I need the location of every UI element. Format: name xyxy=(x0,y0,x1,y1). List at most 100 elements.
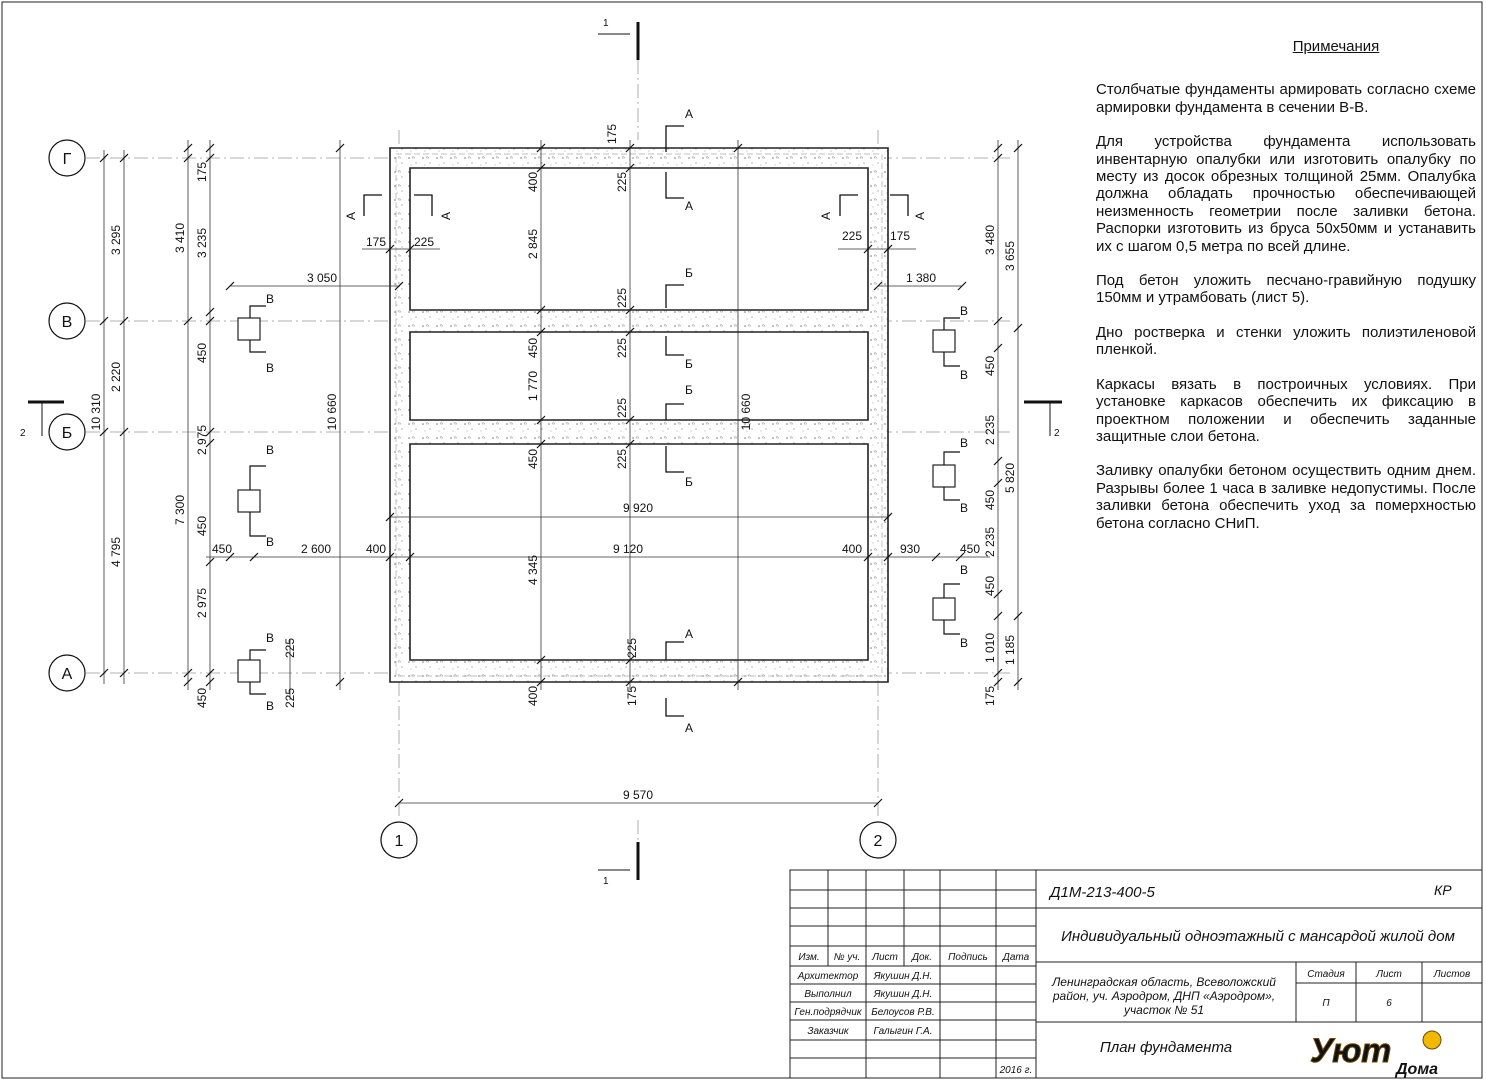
sec-a-bot1: А xyxy=(685,627,693,641)
tb-code: Д1М-213-400-5 xyxy=(1048,884,1155,901)
dim-right-inner-8: 175 xyxy=(983,686,997,706)
sec-b-2b: Б xyxy=(685,475,693,489)
section-a-labels: А А А А А А А А xyxy=(344,107,927,735)
dim-left-small-1: 225 xyxy=(283,638,297,658)
tb-role-3: Ген.подрядчик xyxy=(794,1007,862,1018)
dim-left-inner-2: 3 235 xyxy=(195,228,209,258)
dim-horiz-left: 3 050 xyxy=(307,271,337,285)
dimension-ticks xyxy=(99,143,1023,808)
logo-text-1: Уют xyxy=(1310,1032,1391,1070)
dim-width-axes: 9 570 xyxy=(623,788,653,802)
dim-left-inner-1: 175 xyxy=(195,162,209,182)
axis-a: А xyxy=(62,666,73,683)
axis-v: В xyxy=(62,314,73,331)
note-5: Каркасы вязать в построичных условиях. П… xyxy=(1096,375,1476,445)
title-block-main-texts: Д1М-213-400-5 КР Индивидуальный одноэтаж… xyxy=(1048,882,1455,1056)
sec-a-right1: А xyxy=(819,212,833,220)
sec-v-1a: В xyxy=(266,292,274,306)
tb-name-3: Белоусов Р.В. xyxy=(871,1007,935,1018)
column-pads xyxy=(237,317,956,683)
dim-top-left-2: 225 xyxy=(414,235,434,249)
tb-sheet-title: План фундамента xyxy=(1100,1039,1232,1056)
sec-b-1b: Б xyxy=(685,357,693,371)
dim-left-outer-3: 4 795 xyxy=(109,537,123,567)
dim-left-inner-4: 2 975 xyxy=(195,425,209,455)
dim-left-small-2: 225 xyxy=(283,688,297,708)
dim-left-outer-1: 3 295 xyxy=(109,225,123,255)
dim-right-inner-4: 450 xyxy=(983,490,997,510)
logo-text-2: Дома xyxy=(1394,1061,1438,1078)
dim-height-overall: 10 660 xyxy=(325,393,339,430)
dimension-texts-vertical: 3 295 2 220 4 795 10 310 3 410 7 300 175… xyxy=(89,124,1017,708)
dim-horiz-right: 1 380 xyxy=(906,271,936,285)
dim-c2-3: 225 xyxy=(615,288,629,308)
tb-address-1: Ленинградская область, Всеволожский xyxy=(1051,975,1276,989)
axis-lines-vertical xyxy=(398,60,879,870)
tb-h-list: Лист xyxy=(871,952,898,963)
sec-v-5a: В xyxy=(960,436,968,450)
dim-right-inner-7: 1 010 xyxy=(983,633,997,663)
dim-right-inner-2: 450 xyxy=(983,356,997,376)
sec-v-1b: В xyxy=(266,361,274,375)
dim-row-1: 450 xyxy=(212,542,232,556)
dim-row-5: 400 xyxy=(842,542,862,556)
tb-name-4: Галыгин Г.А. xyxy=(874,1026,933,1037)
tb-sheets-h: Листов xyxy=(1433,969,1470,980)
sec-b-2a: Б xyxy=(685,383,693,397)
tb-h-podpis: Подпись xyxy=(948,952,988,963)
tb-h-data: Дата xyxy=(1002,952,1030,963)
dim-row-6: 930 xyxy=(900,542,920,556)
axis-1: 1 xyxy=(395,833,404,850)
dim-center-3: 450 xyxy=(526,338,540,358)
dim-left-mid-2: 7 300 xyxy=(173,495,187,525)
dimension-texts-horizontal: 175 225 225 175 3 050 1 380 9 920 450 2 … xyxy=(212,229,980,802)
tb-role-4: Заказчик xyxy=(807,1026,850,1037)
axis-bubble-labels: Г В Б А 1 2 xyxy=(62,151,883,850)
company-logo: Уют Дома xyxy=(1310,1030,1442,1078)
sec-b-1a: Б xyxy=(685,266,693,280)
note-6: Заливку опалубки бетоном осуществить одн… xyxy=(1096,462,1476,532)
sec-v-3b: В xyxy=(266,699,274,713)
note-4: Дно ростверка и стенки уложить полиэтиле… xyxy=(1096,323,1476,359)
dim-c2-1: 175 xyxy=(605,124,619,144)
note-2: Для устройства фундамента использовать и… xyxy=(1096,133,1476,255)
dim-right-inner-5: 2 235 xyxy=(983,527,997,557)
dim-c2-4: 225 xyxy=(615,338,629,358)
dim-right-inner-6: 450 xyxy=(983,576,997,596)
sec-a-bot2: А xyxy=(685,721,693,735)
dim-width-outer: 9 920 xyxy=(623,501,653,515)
dim-top-left-1: 175 xyxy=(366,235,386,249)
dim-right-inner-1: 3 480 xyxy=(983,225,997,255)
dim-height-inner: 10 660 xyxy=(739,393,753,430)
dim-center-4: 1 770 xyxy=(526,371,540,401)
dim-row-7: 450 xyxy=(960,542,980,556)
dim-center-6: 4 345 xyxy=(526,555,540,585)
tb-role-1: Архитектор xyxy=(797,971,859,982)
dim-row-2: 2 600 xyxy=(301,542,331,556)
dim-right-outer-3: 1 185 xyxy=(1003,635,1017,665)
dim-c2-2: 225 xyxy=(615,172,629,192)
dim-c2-8: 175 xyxy=(625,686,639,706)
tb-address-2: район, уч. Аэродром, ДНП «Аэродром», xyxy=(1052,989,1275,1003)
note-1: Столбчатые фундаменты армировать согласн… xyxy=(1096,81,1476,116)
sec-v-6b: В xyxy=(960,636,968,650)
dimension-lines xyxy=(103,140,1019,804)
sec-v-6a: В xyxy=(960,563,968,577)
dim-left-inner-5: 450 xyxy=(195,516,209,536)
dim-left-total: 10 310 xyxy=(89,393,103,430)
tb-year: 2016 г. xyxy=(999,1065,1033,1076)
axis-2: 2 xyxy=(874,833,883,850)
tb-h-dok: Док. xyxy=(911,952,932,963)
notes-title: Примечания xyxy=(1292,38,1380,55)
section-marks-a xyxy=(363,125,909,717)
tb-h-izm: Изм. xyxy=(798,952,819,963)
title-block xyxy=(789,869,1483,1079)
tb-role-2: Выполнил xyxy=(804,989,852,1000)
section-marks-b xyxy=(665,284,684,473)
tb-sheet-h: Лист xyxy=(1375,969,1402,980)
sec-v-2b: В xyxy=(266,535,274,549)
dim-center-1: 400 xyxy=(526,172,540,192)
tb-project: Индивидуальный одноэтажный с мансардой ж… xyxy=(1061,928,1455,945)
dim-left-mid-1: 3 410 xyxy=(173,223,187,253)
